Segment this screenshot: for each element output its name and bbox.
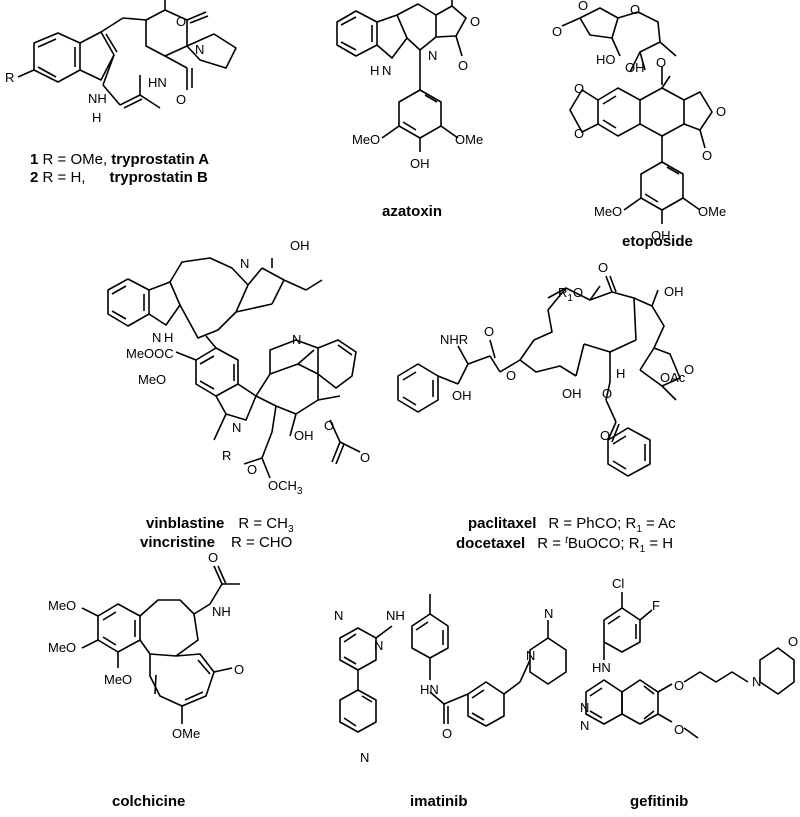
- azatoxin-n: N: [428, 48, 437, 63]
- colchicine-structure: MeO MeO MeO O NH O OMe: [48, 550, 244, 741]
- azatoxin-o-carbonyl: O: [458, 58, 468, 73]
- imatinib-structure: N N NH N HN O N N: [334, 594, 567, 765]
- indole-h-label: H: [92, 110, 101, 125]
- colchicine-meo-3: MeO: [104, 672, 132, 687]
- etoposide-o7: O: [716, 104, 726, 119]
- azatoxin-o-ring: O: [470, 14, 480, 29]
- vinca-n-right: N: [292, 332, 301, 347]
- tryprostatin-structure: R NH H HN N O O: [5, 0, 237, 125]
- gefitinib-caption: gefitinib: [630, 793, 688, 810]
- etoposide-o3: O: [630, 2, 640, 17]
- taxane-o-benzoyl-2: O: [600, 428, 610, 443]
- taxane-o-benzoyl: O: [602, 386, 612, 401]
- azatoxin-nh-h: H: [370, 63, 379, 78]
- taxane-o-link: O: [506, 368, 516, 383]
- colchicine-ome: OMe: [172, 726, 200, 741]
- colchicine-o-ketone: O: [234, 662, 244, 677]
- taxane-structure: R1O O OH NHR O O OH OH H O OAc O O: [397, 260, 694, 477]
- imatinib-n4: N: [526, 648, 535, 663]
- vinca-indole-n: N: [152, 330, 161, 345]
- etoposide-oh-sugar: OH: [625, 60, 645, 75]
- gefitinib-cl: Cl: [612, 576, 624, 591]
- colchicine-meo-1: MeO: [48, 598, 76, 613]
- r-group-label: R: [5, 70, 14, 85]
- gefitinib-o2: O: [674, 722, 684, 737]
- taxane-oac: OAc: [660, 370, 686, 385]
- taxane-o-oxetane: O: [684, 362, 694, 377]
- gefitinib-n1: N: [580, 700, 589, 715]
- etoposide-structure: O O O HO OH O O O O O MeO OMe OH: [552, 0, 726, 243]
- gefitinib-hn: HN: [592, 660, 611, 675]
- gefitinib-n3: N: [752, 674, 761, 689]
- azatoxin-meo: MeO: [352, 132, 380, 147]
- imatinib-hn: HN: [420, 682, 439, 697]
- gefitinib-n2: N: [580, 718, 589, 733]
- azatoxin-caption: azatoxin: [382, 203, 442, 220]
- n-label: N: [195, 42, 204, 57]
- azatoxin-nh-n: N: [382, 63, 391, 78]
- taxane-nhr: NHR: [440, 332, 468, 347]
- etoposide-o-glyco: O: [656, 55, 666, 70]
- gefitinib-o3: O: [788, 634, 798, 649]
- etoposide-meo: MeO: [594, 204, 622, 219]
- gefitinib-structure: Cl F HN N N O O N O: [580, 576, 798, 739]
- indole-nh-label: NH: [88, 91, 107, 106]
- imatinib-nh: NH: [386, 608, 405, 623]
- imatinib-n2: N: [374, 638, 383, 653]
- imatinib-o: O: [442, 726, 452, 741]
- vinca-o-acetyl: O: [360, 450, 370, 465]
- azatoxin-structure: N H N O O MeO OMe OH: [336, 0, 483, 171]
- vinca-n-top: N: [240, 256, 249, 271]
- tryprostatin-caption-1: 1 R = OMe, tryprostatin A: [30, 151, 209, 168]
- colchicine-nh: NH: [212, 604, 231, 619]
- etoposide-o1: O: [578, 0, 588, 13]
- oxygen-label-2: O: [176, 92, 186, 107]
- colchicine-caption: colchicine: [112, 793, 185, 810]
- imatinib-caption: imatinib: [410, 793, 468, 810]
- vinca-structure: OH N N H MeOOC MeO N N R OH O O O OCH3: [107, 238, 370, 497]
- vinca-meooc: MeOOC: [126, 346, 174, 361]
- imatinib-n1: N: [334, 608, 343, 623]
- vinca-meo: MeO: [138, 372, 166, 387]
- vinca-r: R: [222, 448, 231, 463]
- gefitinib-f: F: [652, 598, 660, 613]
- vinca-n-lower: N: [232, 420, 241, 435]
- taxane-oh-low: OH: [562, 386, 582, 401]
- azatoxin-ome: OMe: [455, 132, 483, 147]
- vinca-oh-low: OH: [294, 428, 314, 443]
- etoposide-ome: OMe: [698, 204, 726, 219]
- imatinib-n5: N: [544, 606, 553, 621]
- etoposide-o6: O: [574, 126, 584, 141]
- taxane-h: H: [616, 366, 625, 381]
- etoposide-oh: OH: [651, 228, 671, 243]
- taxane-oh-side: OH: [452, 388, 472, 403]
- taxane-r1o: R1O: [558, 285, 583, 304]
- vinca-och3: OCH3: [268, 478, 303, 497]
- taxane-o-ester: O: [484, 324, 494, 339]
- etoposide-o2: O: [552, 24, 562, 39]
- etoposide-caption: etoposide: [622, 233, 693, 250]
- taxane-oh-top: OH: [664, 284, 684, 299]
- colchicine-o-amide: O: [208, 550, 218, 565]
- etoposide-ho: HO: [596, 52, 616, 67]
- vinca-o-acetate: O: [324, 418, 334, 433]
- colchicine-meo-2: MeO: [48, 640, 76, 655]
- vinca-o-ester: O: [247, 462, 257, 477]
- imatinib-n3: N: [360, 750, 369, 765]
- azatoxin-oh: OH: [410, 156, 430, 171]
- etoposide-o5: O: [574, 81, 584, 96]
- vinca-indole-h: H: [164, 330, 173, 345]
- oxygen-label-1: O: [176, 14, 186, 29]
- tryprostatin-caption-2: 2 R = H,tryprostatin B: [30, 169, 208, 186]
- vinca-oh-top: OH: [290, 238, 310, 253]
- hn-label: HN: [148, 75, 167, 90]
- gefitinib-o1: O: [674, 678, 684, 693]
- taxane-o-ketone: O: [598, 260, 608, 275]
- etoposide-o8: O: [702, 148, 712, 163]
